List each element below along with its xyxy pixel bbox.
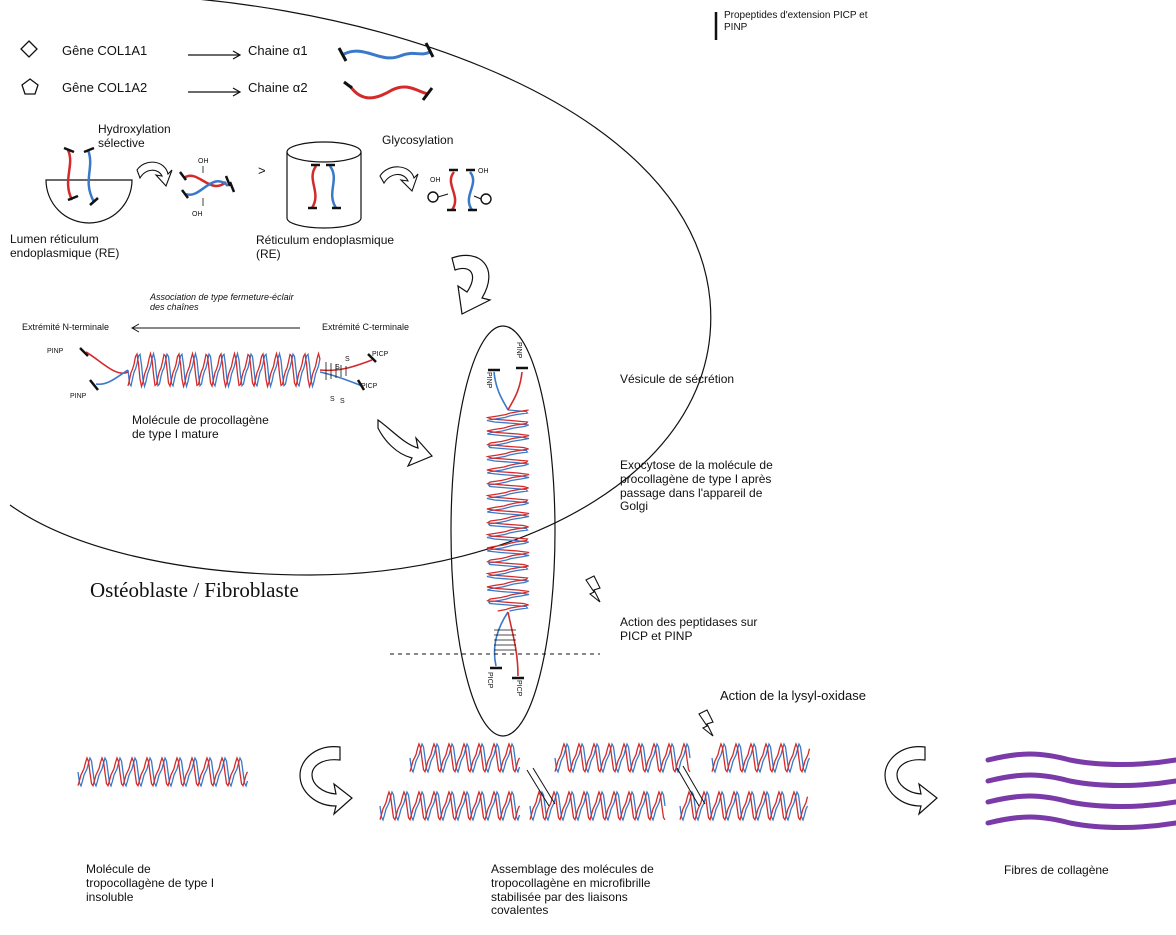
propeptide-strand: [508, 612, 518, 676]
gene-col1a1-label: Gêne COL1A1: [62, 44, 147, 59]
n-terminal-label: Extrémité N-terminale: [22, 322, 109, 332]
propeptides-legend-label: Propeptides d'extension PICP et PINP: [724, 10, 867, 33]
disulfide-s-label: S: [345, 356, 350, 364]
secretion-vesicle: [451, 326, 555, 736]
curved-arrow-icon: [452, 255, 490, 314]
chain-alpha2-symbol: [344, 82, 432, 100]
pinp-label: PINP: [47, 348, 63, 356]
vesicle-label: Vésicule de sécrétion: [620, 373, 734, 387]
propeptide-strand: [96, 370, 128, 384]
picp-label: PICP: [485, 672, 493, 688]
propeptide-end: [90, 380, 98, 390]
vesicle-helix: [487, 368, 529, 678]
propeptide-strand: [86, 352, 128, 373]
diamond-icon: [21, 41, 37, 57]
c-terminal-label: Extrémité C-terminale: [322, 322, 409, 332]
exocytosis-label: Exocytose de la molécule de procollagène…: [620, 459, 773, 514]
lightning-icon: [586, 576, 600, 602]
disulfide-s-label: S: [330, 396, 335, 404]
peptidases-label: Action des peptidases sur PICP et PINP: [620, 616, 757, 644]
pinp-label: PINP: [70, 393, 86, 401]
picp-label: PICP: [514, 680, 522, 696]
curved-arrow-icon: [885, 747, 937, 814]
helix-strand: [410, 744, 520, 772]
helix-strand: [78, 758, 248, 786]
disulfide-s-label: S: [340, 398, 345, 406]
lumen-label: Lumen réticulum endoplasmique (RE): [10, 233, 119, 261]
pinp-label: PINP: [514, 342, 522, 358]
pentagon-icon: [22, 79, 38, 94]
reticulum-cylinder: [287, 142, 361, 228]
arrow-icon: [188, 51, 240, 59]
procollagen-helix: [80, 348, 376, 390]
tropocollagen-label: Molécule de tropocollagène de type I ins…: [86, 863, 214, 904]
curved-arrow-icon: [380, 167, 418, 191]
disulfide-s-label: S: [335, 364, 340, 372]
glycosylation-label: Glycosylation: [382, 134, 453, 148]
gene-col1a2-label: Gêne COL1A2: [62, 81, 147, 96]
greater-than-symbol: >: [258, 164, 266, 179]
picp-label: PICP: [361, 383, 377, 391]
lightning-icon: [699, 710, 713, 736]
collagen-fibers: [988, 754, 1176, 828]
chain-alpha1-label: Chaine α1: [248, 44, 308, 59]
lysyl-oxidase-label: Action de la lysyl-oxidase: [720, 689, 866, 704]
propeptide-strand: [495, 612, 509, 666]
reticulum-label: Réticulum endoplasmique (RE): [256, 234, 394, 262]
pinp-label: PINP: [484, 372, 492, 388]
cell-type-label: Ostéoblaste / Fibroblaste: [90, 578, 299, 602]
hydroxyl-oh-label: OH: [430, 177, 441, 185]
propeptide-strand: [494, 372, 508, 410]
zipper-arrow: [132, 324, 300, 332]
zipper-label: Association de type fermeture-éclair des…: [150, 292, 294, 313]
curved-arrow-icon: [378, 420, 432, 466]
picp-label: PICP: [372, 351, 388, 359]
curved-arrow-icon: [137, 162, 172, 186]
hydroxyl-oh-label: OH: [198, 158, 209, 166]
fibers-label: Fibres de collagène: [1004, 864, 1109, 878]
hydroxyl-oh-label: OH: [192, 211, 203, 219]
hydroxylated-chains: [180, 166, 234, 206]
propeptide-strand: [508, 372, 522, 410]
hydroxylation-label: Hydroxylation sélective: [98, 123, 198, 151]
chain-alpha1-symbol: [339, 43, 433, 61]
hydroxyl-oh-label: OH: [478, 168, 489, 176]
arrow-icon: [188, 88, 240, 96]
curved-arrow-icon: [300, 747, 352, 814]
chain-alpha2-label: Chaine α2: [248, 81, 308, 96]
tropocollagen-helices: [78, 744, 810, 820]
procollagen-label: Molécule de procollagène de type I matur…: [132, 414, 269, 442]
lumen-bowl: [46, 148, 132, 223]
assembly-label: Assemblage des molécules de tropocollagè…: [491, 863, 654, 918]
